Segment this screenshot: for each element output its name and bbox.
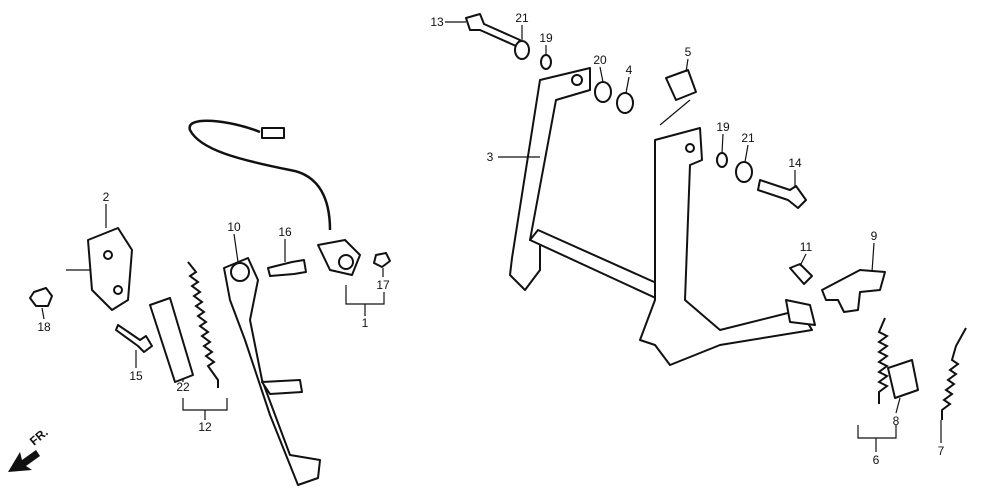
part-callout-16: 16: [278, 225, 292, 239]
part-callout-7: 7: [938, 444, 945, 458]
part-callout-1: 1: [362, 316, 369, 330]
front-direction-arrow: FR.: [8, 425, 51, 472]
part-callout-20: 20: [593, 53, 607, 67]
part-callout-10: 10: [227, 220, 241, 234]
part-callout-21: 21: [515, 11, 529, 25]
main-stand: [509, 67, 816, 366]
front-arrow-label: FR.: [27, 425, 51, 448]
part-callout-19: 19: [539, 31, 553, 45]
leader-line: [625, 76, 630, 94]
part-callout-14: 14: [788, 156, 802, 170]
part-callout-21: 21: [741, 131, 755, 145]
part-callout-5: 5: [685, 45, 692, 59]
stopper-plate: [821, 269, 886, 313]
leader-line: [41, 307, 45, 320]
leader-line: [799, 253, 807, 267]
part-callout-18: 18: [37, 320, 51, 334]
leader-line: [599, 66, 604, 83]
pivot-bolt: [267, 259, 307, 277]
spring: [187, 261, 219, 388]
leader-line: [685, 58, 689, 73]
leader-line: [871, 242, 875, 273]
bolt: [465, 13, 521, 47]
part-callout-8: 8: [893, 414, 900, 428]
nut: [29, 287, 53, 307]
part-callout-13: 13: [430, 15, 444, 29]
stopper-rubber: [665, 69, 697, 101]
part-callout-6: 6: [873, 453, 880, 467]
leader-line: [721, 133, 724, 154]
part-callout-19: 19: [716, 120, 730, 134]
part-callout-17: 17: [376, 278, 390, 292]
side-stand: [223, 257, 321, 486]
collar: [149, 297, 194, 383]
bolt: [115, 324, 153, 353]
side-stand-switch: [188, 119, 361, 276]
part-callout-15: 15: [129, 369, 143, 383]
collar: [887, 359, 919, 399]
part-callout-12: 12: [198, 420, 212, 434]
part-callout-3: 3: [487, 150, 494, 164]
part-callout-2: 2: [103, 190, 110, 204]
leader-line: [233, 233, 239, 263]
leader-line: [744, 144, 749, 163]
part-callout-4: 4: [626, 63, 633, 77]
bracket: [87, 227, 133, 311]
part-callout-22: 22: [176, 380, 190, 394]
part-callout-9: 9: [871, 229, 878, 243]
leader-line: [895, 397, 901, 414]
part-callout-11: 11: [800, 240, 813, 254]
